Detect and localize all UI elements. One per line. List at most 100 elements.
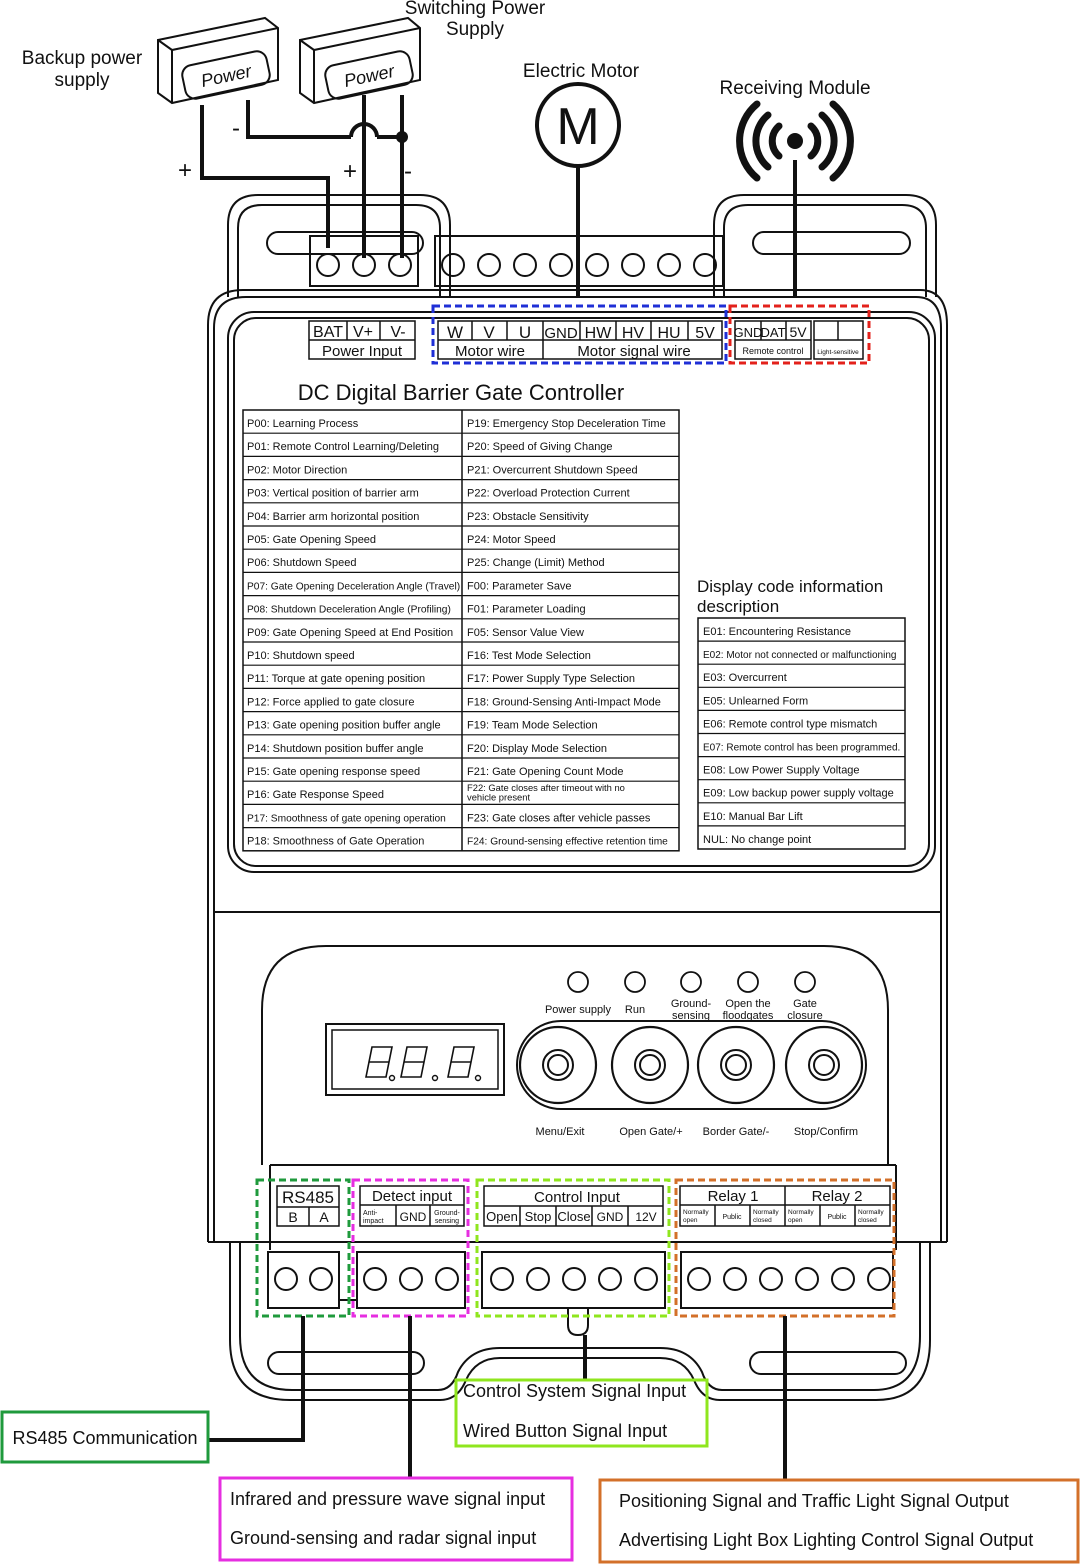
detect-callout-text-2: Ground-sensing and radar signal input <box>230 1528 536 1548</box>
display-code-item: E03: Overcurrent <box>703 672 787 684</box>
relay-public: Public <box>827 1214 847 1221</box>
remote-control-caption: Remote control <box>742 346 803 356</box>
param-left-cell: P04: Barrier arm horizontal position <box>247 511 419 523</box>
motor-terminal-cell: GND <box>544 325 578 342</box>
param-right-cell: F21: Gate Opening Count Mode <box>467 766 624 778</box>
power-input-caption: Power Input <box>322 343 403 360</box>
rs485-frame <box>255 1178 351 1318</box>
motor-terminal-table <box>437 320 723 360</box>
relay-public: Public <box>722 1214 742 1221</box>
display-code-item: E01: Encountering Resistance <box>703 626 851 638</box>
control-callout-box <box>454 1378 709 1448</box>
electric-motor-label: Electric Motor <box>523 61 640 82</box>
param-left-cell: P08: Shutdown Deceleration Angle (Profil… <box>247 605 451 616</box>
control-input-cell: Open <box>486 1209 518 1224</box>
param-left-cell: P14: Shutdown position buffer angle <box>247 743 424 755</box>
detect-gnd: GND <box>400 1210 427 1224</box>
detect-callout-text: Infrared and pressure wave signal input <box>230 1489 545 1509</box>
receiving-module-label: Receiving Module <box>719 78 870 99</box>
backup-power-icon <box>157 16 279 105</box>
button-bar <box>516 1020 867 1110</box>
relay-nc: Normally <box>753 1209 779 1216</box>
param-right-cell: P25: Change (Limit) Method <box>467 557 605 569</box>
param-left-cell: P11: Torque at gate opening position <box>247 673 425 685</box>
relay2-title: Relay 2 <box>812 1188 863 1205</box>
led-indicator-icon <box>567 971 589 993</box>
bottom-terminal-strip <box>267 1251 894 1337</box>
led-label: Gate <box>793 998 817 1010</box>
led-label-2: floodgates <box>723 1010 774 1022</box>
rs485-title: RS485 <box>282 1188 334 1207</box>
param-left-cell: P15: Gate opening response speed <box>247 766 420 778</box>
led-label-2: sensing <box>672 1010 710 1022</box>
panel-button[interactable] <box>610 1025 690 1105</box>
param-left-cell: P02: Motor Direction <box>247 464 347 476</box>
controller-housing <box>207 194 948 1401</box>
param-left-cell: P03: Vertical position of barrier arm <box>247 488 419 500</box>
panel-button[interactable] <box>784 1025 864 1105</box>
relay-callout-text-2: Advertising Light Box Lighting Control S… <box>619 1530 1033 1550</box>
motor-symbol: M <box>556 98 599 156</box>
rs485-callout-text: RS485 Communication <box>12 1428 197 1448</box>
param-left-cell: P05: Gate Opening Speed <box>247 534 376 546</box>
remote-terminal-cell: 5V <box>789 324 807 340</box>
panel-button-label: Menu/Exit <box>536 1126 585 1138</box>
panel-button-label: Border Gate/- <box>703 1126 770 1138</box>
callout-wires <box>208 1316 787 1480</box>
control-callout-text: Control System Signal Input <box>463 1381 686 1401</box>
param-right-cell: F16: Test Mode Selection <box>467 650 591 662</box>
rs485-cell: A <box>319 1209 329 1225</box>
param-right-cell: F18: Ground-Sensing Anti-Impact Mode <box>467 696 661 708</box>
motor-terminal-cell: HW <box>585 325 613 342</box>
motor-signal-wire-caption: Motor signal wire <box>577 343 690 360</box>
param-right-cell: F24: Ground-sensing effective retention … <box>467 837 668 848</box>
param-right-cell: P19: Emergency Stop Deceleration Time <box>467 418 666 430</box>
relay-no: Normally <box>683 1209 709 1216</box>
param-left-cell: P13: Gate opening position buffer angle <box>247 720 441 732</box>
param-right-cell: F17: Power Supply Type Selection <box>467 673 635 685</box>
display-code-title: Display code information <box>697 577 883 596</box>
led-indicator-icon <box>624 971 646 993</box>
switching-power-label-2: Supply <box>446 19 505 40</box>
param-right-cell: F00: Parameter Save <box>467 580 572 592</box>
panel-button[interactable] <box>518 1025 598 1105</box>
param-right-cell: P20: Speed of Giving Change <box>467 441 613 453</box>
antenna-dot <box>787 133 803 149</box>
junction-dot <box>396 131 408 143</box>
param-left-cell: P16: Gate Response Speed <box>247 789 384 801</box>
antenna-signal-icon <box>736 100 854 182</box>
led-indicator-icon <box>737 971 759 993</box>
led-label: Ground- <box>671 998 712 1010</box>
led-label: Open the <box>725 998 770 1010</box>
param-right-cell: P21: Overcurrent Shutdown Speed <box>467 464 638 476</box>
backup-power-label: Backup power <box>22 48 143 69</box>
param-right-cell-2: vehicle present <box>467 792 530 803</box>
panel-button[interactable] <box>696 1025 776 1105</box>
rs485-table <box>276 1185 340 1227</box>
seven-segment-display <box>325 1023 505 1096</box>
detect-ground-sensing: Ground- <box>434 1210 460 1217</box>
backup-power-label-2: supply <box>55 70 110 91</box>
display-code-item: NUL: No change point <box>703 834 811 846</box>
relay-nc-2: closed <box>753 1217 772 1224</box>
control-input-cell: 12V <box>635 1210 656 1224</box>
detect-ground-sensing-2: sensing <box>435 1218 459 1225</box>
page-title: DC Digital Barrier Gate Controller <box>298 380 624 405</box>
rs485-callout-box <box>0 1410 210 1464</box>
motor-wire-caption: Motor wire <box>455 343 525 360</box>
param-left-cell: P00: Learning Process <box>247 418 359 430</box>
param-right-cell: F19: Team Mode Selection <box>467 720 598 732</box>
motor-block-frame <box>431 304 728 365</box>
display-code-item: E05: Unlearned Form <box>703 695 808 707</box>
param-right-cell: F20: Display Mode Selection <box>467 743 607 755</box>
display-code-item: E06: Remote control type mismatch <box>703 718 877 730</box>
relay-no-2: open <box>683 1217 698 1224</box>
light-sensitive-caption: Light-sensitive <box>817 349 859 356</box>
display-code-item: E10: Manual Bar Lift <box>703 811 803 823</box>
control-input-cell: Stop <box>525 1209 552 1224</box>
relay-nc: Normally <box>858 1209 884 1216</box>
remote-terminal-cell: GND <box>734 325 763 340</box>
